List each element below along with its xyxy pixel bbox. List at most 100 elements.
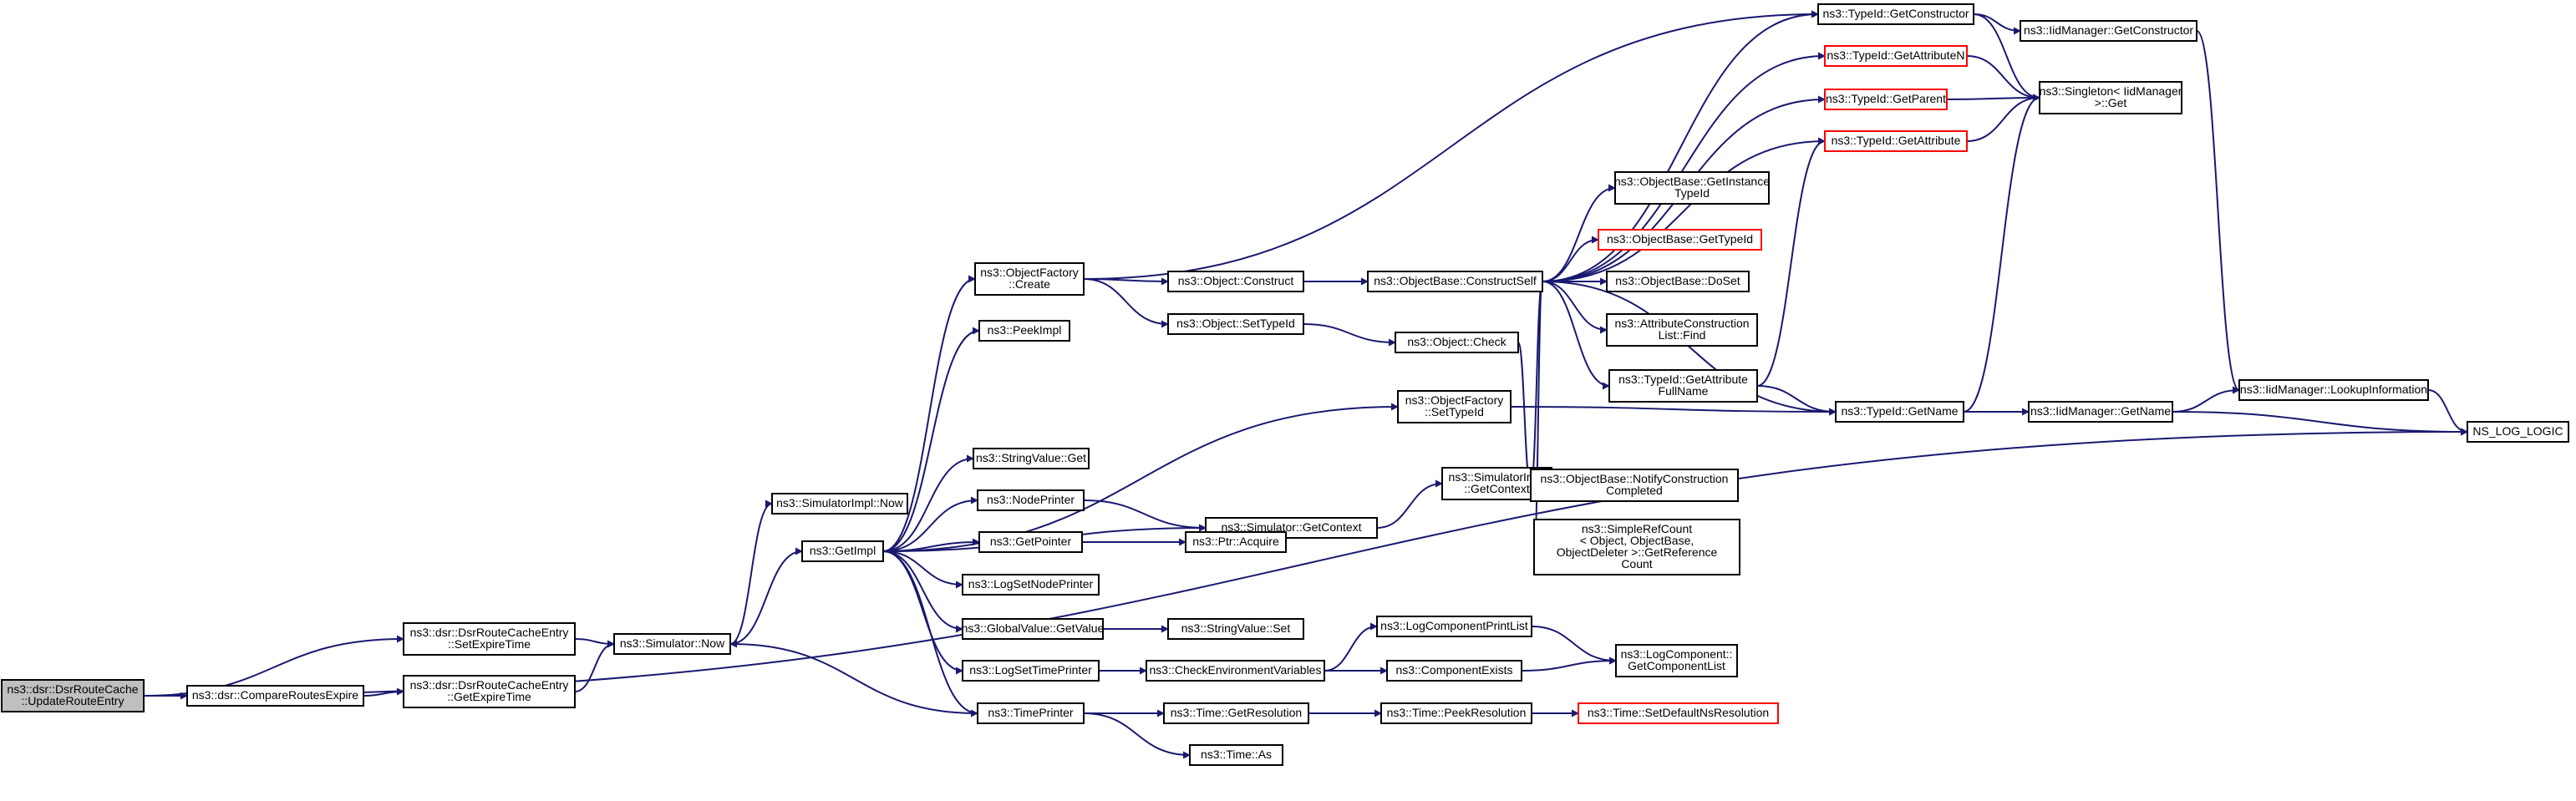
node-box: [1386, 660, 1522, 682]
node-tidgetattr[interactable]: ns3::TypeId::GetAttribute: [1824, 130, 1968, 152]
node-label: ns3::TypeId::GetConstructor: [1822, 7, 1969, 20]
node-label: ::GetExpireTime: [447, 690, 531, 703]
node-box: [2039, 81, 2182, 114]
node-obnotify[interactable]: ns3::ObjectBase::NotifyConstructionCompl…: [1530, 469, 1739, 502]
node-label: ns3::LogComponent::: [1621, 647, 1733, 661]
node-setexp[interactable]: ns3::dsr::DsrRouteCacheEntry::SetExpireT…: [403, 622, 576, 656]
node-compare[interactable]: ns3::dsr::CompareRoutesExpire: [186, 685, 364, 707]
node-box: [1606, 271, 1750, 292]
node-iidlookup[interactable]: ns3::IidManager::LookupInformation: [2238, 379, 2429, 401]
node-timegetres[interactable]: ns3::Time::GetResolution: [1163, 702, 1309, 724]
node-nodeprinter[interactable]: ns3::NodePrinter: [977, 489, 1085, 511]
edge-tidgetctor-to-iidgetctor: [1973, 13, 2021, 35]
node-label: FullName: [1659, 384, 1709, 398]
node-peekres[interactable]: ns3::Time::PeekResolution: [1380, 702, 1532, 724]
node-singleton[interactable]: ns3::Singleton< IidManager>::Get: [2039, 81, 2182, 114]
node-label: ns3::Object::Construct: [1178, 274, 1294, 287]
node-strget[interactable]: ns3::StringValue::Get: [973, 448, 1090, 469]
node-box: [2467, 421, 2569, 443]
edge-nodeprinter-to-simgetctx: [1083, 499, 1207, 532]
node-iidgetctor[interactable]: ns3::IidManager::GetConstructor: [2020, 20, 2197, 42]
edge-obcs-to-tidgetattrfull: [1542, 281, 1610, 390]
node-simnow[interactable]: ns3::Simulator::Now: [613, 633, 731, 655]
edge-getexp-to-simnow: [574, 640, 615, 692]
node-label: ns3::GetPointer: [990, 535, 1072, 548]
node-iidgetname[interactable]: ns3::IidManager::GetName: [2028, 401, 2173, 423]
edge-obcs-to-tidgetattr: [1542, 137, 1826, 282]
node-box: [1824, 45, 1968, 67]
node-getpointer[interactable]: ns3::GetPointer: [978, 531, 1083, 553]
node-label: ns3::ObjectBase::ConstructSelf: [1374, 274, 1537, 287]
edge-obcs-to-acfind: [1542, 281, 1608, 334]
edge-tidgetctor-to-singleton: [1973, 13, 2040, 102]
node-timeprinter[interactable]: ns3::TimePrinter: [977, 702, 1085, 724]
edge-getimpl-to-timeprinter: [882, 550, 978, 717]
node-logsetnode[interactable]: ns3::LogSetNodePrinter: [962, 574, 1100, 596]
node-srcgetref[interactable]: ns3::SimpleRefCount< Object, ObjectBase,…: [1533, 519, 1740, 575]
node-label: ns3::Time::PeekResolution: [1387, 706, 1527, 719]
edge-logcpl-to-logcgetlist: [1531, 626, 1617, 665]
node-setdefres[interactable]: ns3::Time::SetDefaultNsResolution: [1578, 702, 1779, 724]
edge-root-to-nslog: [143, 428, 2468, 697]
node-objsettid[interactable]: ns3::Object::SetTypeId: [1167, 313, 1304, 335]
edge-tidgetname-to-singleton: [1963, 94, 2040, 413]
edge-obcs-to-tidgetctor: [1542, 10, 1819, 282]
edge-timeprinter-to-timeas: [1083, 712, 1191, 759]
node-nslog[interactable]: NS_LOG_LOGIC: [2467, 421, 2569, 443]
node-ofcreate[interactable]: ns3::ObjectFactory::Create: [974, 262, 1085, 296]
node-tidgetctor[interactable]: ns3::TypeId::GetConstructor: [1817, 3, 1974, 25]
node-peekimpl[interactable]: ns3::PeekImpl: [978, 320, 1070, 342]
node-simimplnow[interactable]: ns3::SimulatorImpl::Now: [771, 493, 908, 515]
node-box: [1614, 171, 1770, 205]
node-label: ::UpdateRouteEntry: [22, 694, 124, 707]
node-obcs[interactable]: ns3::ObjectBase::ConstructSelf: [1367, 271, 1543, 292]
node-box: [1146, 660, 1325, 682]
node-label: ns3::Simulator::Now: [620, 636, 725, 650]
node-box: [1533, 519, 1740, 575]
node-tidgetname[interactable]: ns3::TypeId::GetName: [1835, 401, 1964, 423]
node-timeas[interactable]: ns3::Time::As: [1189, 744, 1283, 766]
node-getimpl[interactable]: ns3::GetImpl: [801, 540, 884, 562]
node-label: GetComponentList: [1628, 659, 1725, 672]
node-obdoset[interactable]: ns3::ObjectBase::DoSet: [1606, 271, 1750, 292]
node-tidgetattrn[interactable]: ns3::TypeId::GetAttributeN: [1824, 45, 1968, 67]
node-label: ::Create: [1009, 277, 1050, 291]
node-box: [962, 660, 1100, 682]
node-strset[interactable]: ns3::StringValue::Set: [1167, 618, 1304, 640]
node-label: ns3::ComponentExists: [1395, 663, 1512, 677]
node-checkenv[interactable]: ns3::CheckEnvironmentVariables: [1146, 660, 1325, 682]
edge-compexists-to-logcgetlist: [1521, 657, 1617, 672]
node-label: ::SetExpireTime: [448, 637, 531, 651]
node-box: [1167, 313, 1304, 335]
node-logsettime[interactable]: ns3::LogSetTimePrinter: [962, 660, 1100, 682]
node-ofsettid[interactable]: ns3::ObjectFactory::SetTypeId: [1397, 390, 1512, 423]
node-tidgetparent[interactable]: ns3::TypeId::GetParent: [1824, 89, 1948, 110]
edge-getimpl-to-logsettime: [882, 550, 963, 675]
node-objconstruct[interactable]: ns3::Object::Construct: [1167, 271, 1304, 292]
edge-timeprinter-to-simnow: [729, 640, 978, 714]
node-label: TypeId: [1674, 186, 1710, 200]
node-logcgetlist[interactable]: ns3::LogComponent::GetComponentList: [1615, 644, 1738, 677]
edge-getimpl-to-strget: [882, 454, 974, 552]
node-ptracquire[interactable]: ns3::Ptr::Acquire: [1185, 531, 1287, 553]
node-box: [1530, 469, 1739, 502]
node-objcheck[interactable]: ns3::Object::Check: [1395, 332, 1519, 353]
node-obgettid[interactable]: ns3::ObjectBase::GetTypeId: [1598, 229, 1762, 251]
node-box: [1376, 616, 1532, 637]
node-logcpl[interactable]: ns3::LogComponentPrintList: [1376, 616, 1532, 637]
edge-iidlookup-to-nslog: [2427, 389, 2468, 436]
node-gvget[interactable]: ns3::GlobalValue::GetValue: [962, 618, 1105, 640]
node-getexp[interactable]: ns3::dsr::DsrRouteCacheEntry::GetExpireT…: [403, 675, 576, 708]
node-box: [1167, 271, 1304, 292]
node-root[interactable]: ns3::dsr::DsrRouteCache::UpdateRouteEntr…: [1, 679, 145, 712]
edge-objcheck-to-obnotify: [1517, 342, 1532, 489]
node-box: [1397, 390, 1512, 423]
edge-obcs-to-obgettid: [1542, 236, 1599, 282]
node-compexists[interactable]: ns3::ComponentExists: [1386, 660, 1522, 682]
node-label: ns3::Time::GetResolution: [1171, 706, 1302, 719]
node-label: ns3::ObjectBase::GetTypeId: [1607, 232, 1753, 246]
